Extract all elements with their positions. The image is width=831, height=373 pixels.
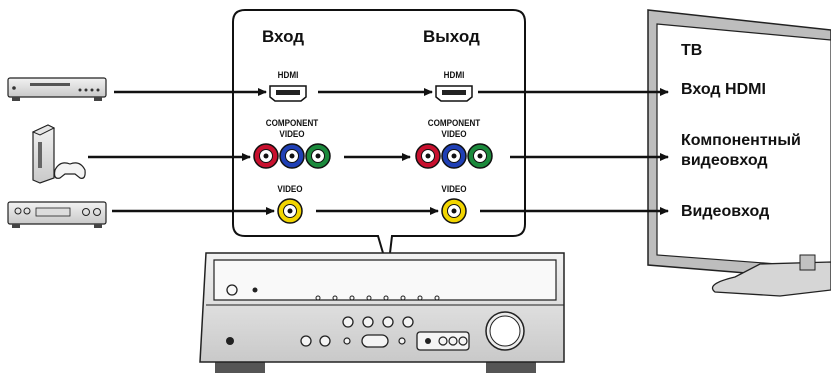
signal-arrows	[88, 88, 669, 215]
component-input-label-2: VIDEO	[279, 129, 305, 140]
tv-title: ТВ	[681, 42, 703, 59]
game-console-icon	[31, 124, 86, 184]
input-header: Вход	[262, 27, 305, 46]
hdmi-output-jack	[435, 85, 473, 102]
video-output-label: VIDEO	[441, 184, 467, 195]
tv-component-input-label-2: видеовход	[681, 152, 768, 169]
tv-hdmi-input-label: Вход HDMI	[681, 81, 766, 98]
output-header: Выход	[423, 27, 480, 46]
hdmi-input-jack	[269, 85, 307, 102]
component-input-jacks	[253, 143, 331, 169]
vcr-icon	[7, 201, 107, 228]
tv-icon	[647, 9, 831, 297]
video-input-label: VIDEO	[277, 184, 303, 195]
component-input-label: COMPONENT	[265, 118, 319, 129]
component-output-jacks	[415, 143, 493, 169]
tv-video-input-label: Видеовход	[681, 203, 770, 220]
blu-ray-player-icon	[7, 77, 107, 101]
hdmi-output-label: HDMI	[443, 70, 465, 81]
av-receiver-icon	[199, 252, 565, 373]
video-input-jack	[277, 198, 303, 224]
tv-component-input-label-1: Компонентный	[681, 132, 801, 149]
component-output-label-2: VIDEO	[441, 129, 467, 140]
component-output-label: COMPONENT	[427, 118, 481, 129]
video-output-jack	[441, 198, 467, 224]
connection-panel	[232, 9, 526, 271]
hdmi-input-label: HDMI	[277, 70, 299, 81]
